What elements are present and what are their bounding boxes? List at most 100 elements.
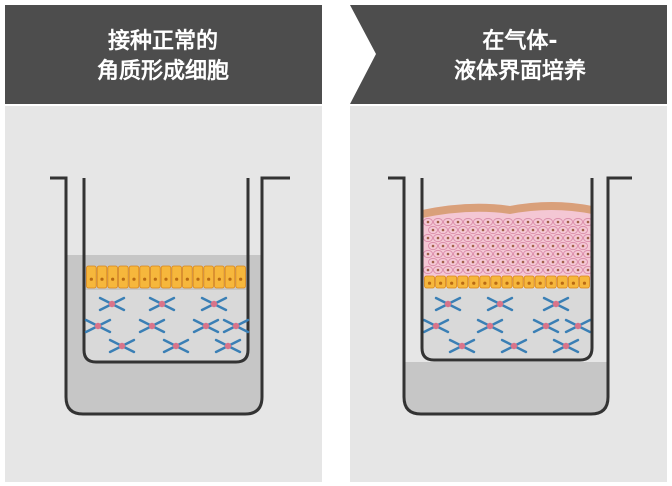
epidermal-cell bbox=[448, 241, 458, 251]
fibroblast-nucleus bbox=[232, 322, 240, 330]
epidermal-nucleus bbox=[476, 252, 480, 256]
keratinocyte-cell bbox=[235, 265, 246, 289]
epidermal-nucleus bbox=[556, 268, 560, 272]
epidermal-nucleus bbox=[496, 252, 500, 256]
epidermal-cell bbox=[433, 217, 443, 227]
epidermal-cell bbox=[553, 217, 563, 227]
epidermal-cell bbox=[483, 217, 493, 227]
keratinocyte-nucleus bbox=[207, 277, 211, 281]
keratinocyte-nucleus bbox=[472, 281, 476, 285]
epidermal-nucleus bbox=[456, 268, 460, 272]
keratinocyte-nucleus bbox=[111, 277, 115, 281]
epidermal-nucleus bbox=[451, 244, 455, 248]
epidermal-nucleus bbox=[441, 260, 445, 264]
epidermal-nucleus bbox=[526, 252, 530, 256]
epidermal-cell bbox=[473, 265, 483, 275]
epidermal-nucleus bbox=[436, 268, 440, 272]
epidermal-nucleus bbox=[546, 268, 550, 272]
epidermal-cell bbox=[543, 265, 553, 275]
epidermal-cell bbox=[428, 225, 438, 235]
epidermal-nucleus bbox=[426, 236, 430, 240]
epidermal-cell bbox=[568, 225, 578, 235]
epidermal-nucleus bbox=[496, 236, 500, 240]
epidermal-nucleus bbox=[576, 236, 580, 240]
epidermal-nucleus bbox=[481, 244, 485, 248]
epidermal-cell bbox=[453, 265, 463, 275]
fibroblast-nucleus bbox=[510, 342, 518, 350]
epidermal-cell bbox=[438, 257, 448, 267]
epidermal-nucleus bbox=[526, 236, 530, 240]
epidermal-nucleus bbox=[491, 244, 495, 248]
epidermal-nucleus bbox=[451, 260, 455, 264]
keratinocyte-nucleus bbox=[89, 277, 93, 281]
fibroblast-nucleus bbox=[542, 322, 550, 330]
epidermal-cell bbox=[553, 265, 563, 275]
epidermal-cell bbox=[438, 241, 448, 251]
epidermal-cell bbox=[443, 249, 453, 259]
epidermal-cell bbox=[533, 233, 543, 243]
epidermal-cell bbox=[453, 217, 463, 227]
epidermal-nucleus bbox=[516, 252, 520, 256]
epidermal-cell bbox=[578, 241, 588, 251]
right-basal-keratinocyte-layer bbox=[424, 275, 590, 289]
epidermal-cell bbox=[533, 249, 543, 259]
left-title-line-1: 接种正常的 bbox=[108, 28, 218, 54]
epidermal-nucleus bbox=[526, 220, 530, 224]
epidermal-cell bbox=[433, 265, 443, 275]
epidermal-nucleus bbox=[486, 268, 490, 272]
fibroblast-nucleus bbox=[432, 322, 440, 330]
epidermal-nucleus bbox=[536, 252, 540, 256]
epidermal-cell bbox=[433, 249, 443, 259]
keratinocyte-cell bbox=[203, 265, 214, 289]
epidermal-cell bbox=[448, 225, 458, 235]
epidermal-nucleus bbox=[531, 244, 535, 248]
epidermal-cell bbox=[528, 225, 538, 235]
keratinocyte-nucleus bbox=[164, 277, 168, 281]
fibroblast-nucleus bbox=[496, 300, 504, 308]
fibroblast-nucleus bbox=[118, 342, 126, 350]
keratinocyte-cell bbox=[214, 265, 225, 289]
epidermal-nucleus bbox=[506, 268, 510, 272]
epidermal-nucleus bbox=[426, 252, 430, 256]
epidermal-cell bbox=[563, 217, 573, 227]
epidermal-nucleus bbox=[446, 236, 450, 240]
keratinocyte-cell bbox=[182, 265, 193, 289]
epidermal-nucleus bbox=[526, 268, 530, 272]
epidermal-nucleus bbox=[466, 252, 470, 256]
epidermal-cell bbox=[528, 241, 538, 251]
epidermal-cell bbox=[503, 265, 513, 275]
left-title-line-2: 角质形成细胞 bbox=[97, 58, 229, 84]
fibroblast-nucleus bbox=[202, 322, 210, 330]
left-insert-outline bbox=[82, 178, 250, 364]
epidermal-nucleus bbox=[546, 236, 550, 240]
fibroblast-nucleus bbox=[444, 300, 452, 308]
epidermal-cell bbox=[578, 257, 588, 267]
left-header-banner bbox=[5, 5, 322, 104]
keratinocyte-nucleus bbox=[196, 277, 200, 281]
epidermal-nucleus bbox=[551, 260, 555, 264]
right-stratified-cells bbox=[423, 217, 593, 275]
keratinocyte-cell bbox=[139, 265, 150, 289]
epidermal-nucleus bbox=[476, 236, 480, 240]
epidermal-nucleus bbox=[521, 260, 525, 264]
epidermal-nucleus bbox=[516, 220, 520, 224]
epidermal-cell bbox=[513, 265, 523, 275]
epidermal-cell bbox=[538, 225, 548, 235]
epidermal-nucleus bbox=[456, 220, 460, 224]
epidermal-nucleus bbox=[581, 228, 585, 232]
epidermal-cell bbox=[558, 241, 568, 251]
epidermal-cell bbox=[473, 249, 483, 259]
epidermal-nucleus bbox=[456, 236, 460, 240]
epidermal-nucleus bbox=[561, 244, 565, 248]
right-title-line-1: 在气体- bbox=[482, 28, 557, 54]
keratinocyte-nucleus bbox=[427, 281, 432, 285]
epidermal-cell bbox=[553, 249, 563, 259]
keratinocyte-nucleus bbox=[582, 281, 587, 285]
keratinocyte-nucleus bbox=[439, 281, 443, 285]
epidermal-nucleus bbox=[546, 220, 550, 224]
epidermal-cell bbox=[558, 225, 568, 235]
epidermal-cell bbox=[543, 217, 553, 227]
epidermal-cell bbox=[478, 225, 488, 235]
epidermal-cell bbox=[548, 257, 558, 267]
